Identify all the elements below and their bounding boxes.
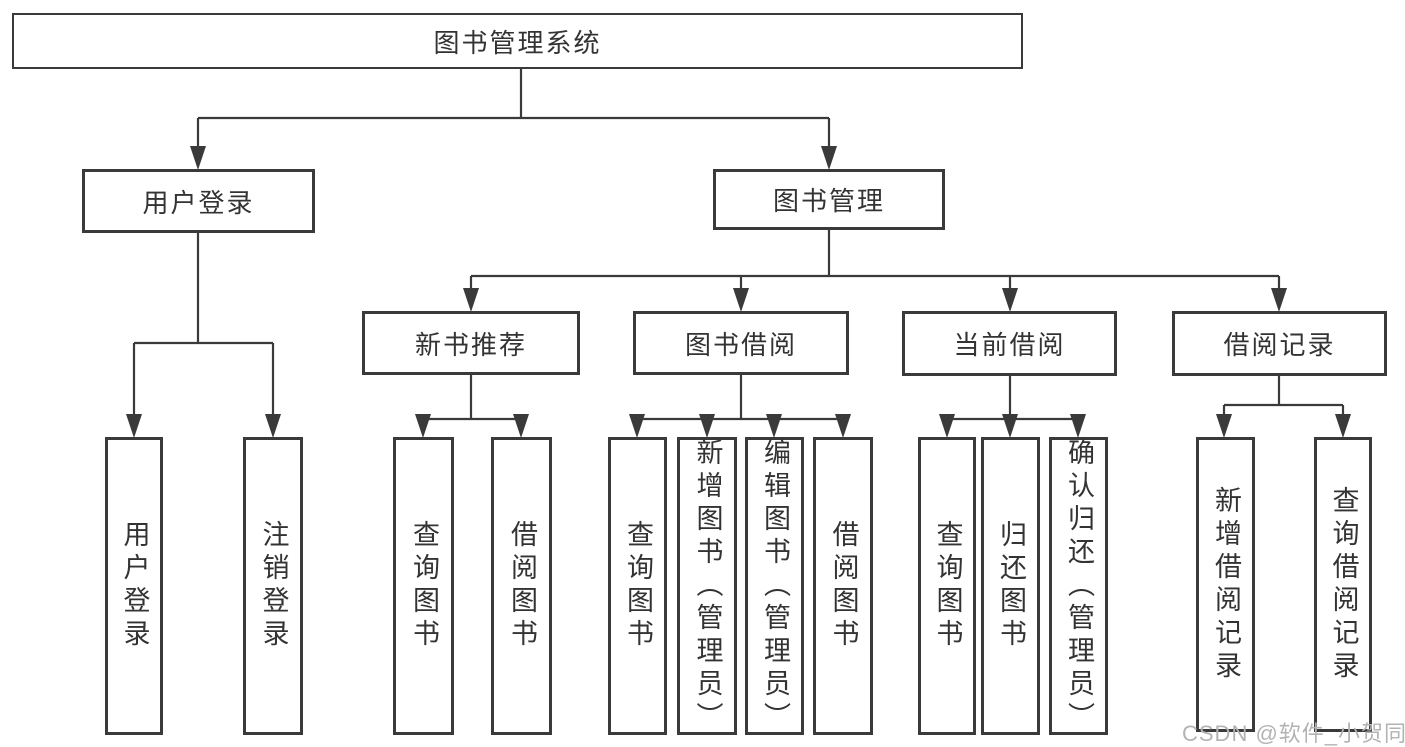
node-label: 新书推荐 <box>414 329 527 360</box>
node-label: 查询图书 <box>623 520 653 652</box>
node-borrow-records: 借阅记录 <box>1172 311 1387 376</box>
node-label: 编辑图书（管理员） <box>760 437 790 735</box>
node-label: 查询借阅记录 <box>1328 485 1359 684</box>
node-leaf-query-books-3: 查询图书 <box>918 437 976 735</box>
node-leaf-borrow-books-2: 借阅图书 <box>813 437 873 735</box>
node-label: 借阅图书 <box>507 520 537 652</box>
node-book-management: 图书管理 <box>713 169 945 230</box>
node-label: 查询图书 <box>409 520 439 652</box>
node-label: 借阅记录 <box>1223 330 1336 360</box>
node-leaf-user-login: 用户登录 <box>105 437 163 735</box>
node-label: 图书管理系统 <box>433 27 602 58</box>
node-user-login: 用户登录 <box>82 169 315 233</box>
node-leaf-confirm-return-admin: 确认归还（管理员） <box>1049 437 1108 735</box>
node-label: 新增借阅记录 <box>1211 485 1241 684</box>
node-label: 查询图书 <box>932 520 963 652</box>
node-label: 用户登录 <box>119 520 150 652</box>
node-label: 图书管理 <box>772 186 885 216</box>
node-new-book-recommend: 新书推荐 <box>362 311 580 375</box>
node-label: 归还图书 <box>996 520 1026 652</box>
node-leaf-logout: 注销登录 <box>243 437 303 735</box>
node-label: 新增图书（管理员） <box>692 437 723 735</box>
node-leaf-add-books-admin: 新增图书（管理员） <box>677 437 737 735</box>
node-label: 借阅图书 <box>828 520 859 652</box>
node-book-borrow: 图书借阅 <box>633 311 849 375</box>
node-label: 用户登录 <box>142 187 255 218</box>
node-leaf-edit-books-admin: 编辑图书（管理员） <box>745 437 804 735</box>
node-label: 注销登录 <box>258 520 289 652</box>
node-leaf-query-borrow-record: 查询借阅记录 <box>1314 437 1372 732</box>
node-leaf-query-books-1: 查询图书 <box>393 437 454 735</box>
node-leaf-add-borrow-record: 新增借阅记录 <box>1196 437 1255 732</box>
node-leaf-borrow-books-1: 借阅图书 <box>491 437 552 735</box>
node-label: 当前借阅 <box>953 330 1066 360</box>
node-current-borrow: 当前借阅 <box>902 311 1117 376</box>
node-label: 图书借阅 <box>684 329 797 360</box>
node-library-system: 图书管理系统 <box>12 13 1023 69</box>
node-label: 确认归还（管理员） <box>1064 437 1094 735</box>
node-leaf-return-books: 归还图书 <box>981 437 1040 735</box>
node-leaf-query-books-2: 查询图书 <box>608 437 667 735</box>
watermark-text: CSDN @软件_小贺同学 <box>1182 721 1405 746</box>
